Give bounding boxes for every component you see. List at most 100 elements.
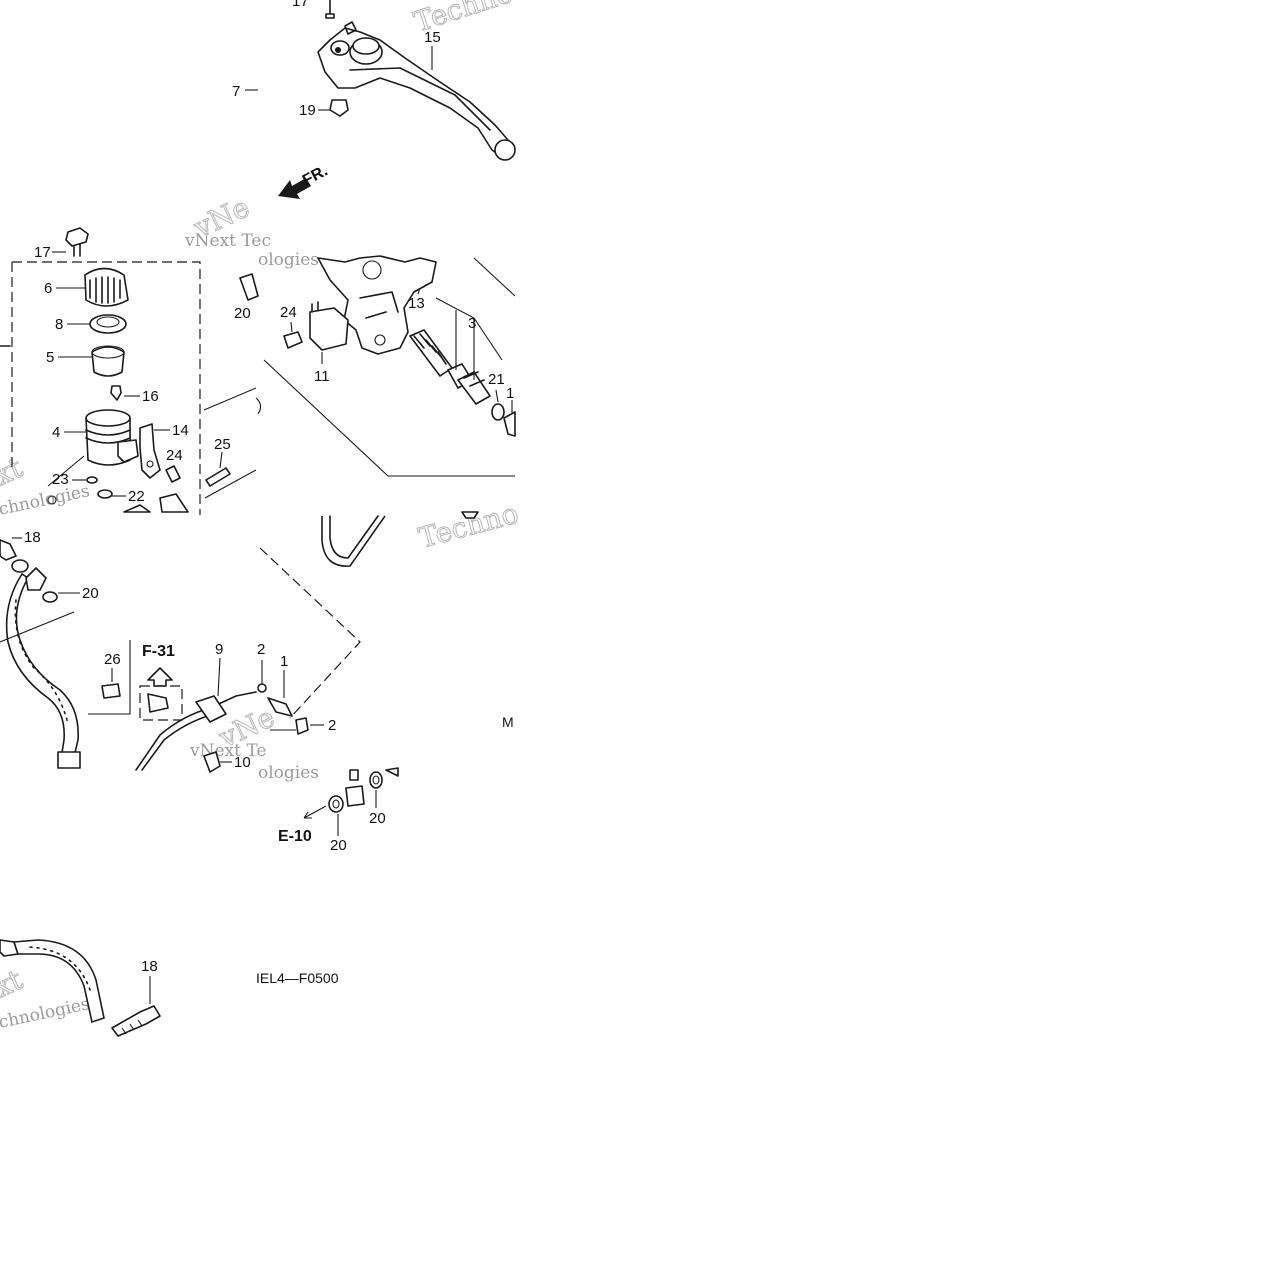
reservoir-4-bands: [85, 429, 131, 444]
watermark-xt-left: xt: [0, 451, 28, 493]
callout-3: 3: [468, 315, 476, 332]
clip-23: [86, 476, 98, 484]
leader-9: [217, 657, 221, 697]
callout-12-partial: 1: [506, 385, 514, 402]
lever-hole: [335, 47, 341, 53]
inset-frame: [263, 257, 516, 477]
hose-texture: [14, 599, 69, 725]
ref-f31: F-31: [142, 643, 175, 660]
hose-joint-9: [195, 695, 227, 723]
callout-20-mid: 20: [82, 585, 99, 602]
spring-coils: [413, 333, 447, 365]
callout-7: 7: [232, 83, 240, 100]
hose-guide-line: [0, 611, 75, 643]
callout-20-low-a: 20: [330, 837, 347, 854]
plate-8: [89, 314, 127, 334]
hose-stub-bottom: [123, 504, 151, 513]
switch-11: [309, 307, 349, 351]
callout-13: 13: [408, 295, 425, 312]
front-direction-marker: FR.: [278, 162, 331, 199]
callout-2-upper: 2: [257, 641, 265, 658]
circlip-12: [503, 411, 516, 437]
callout-18-bottom: 18: [141, 958, 158, 975]
callout-14: 14: [172, 422, 189, 439]
cap-6-ribs: [89, 276, 121, 304]
up-arrow-icon: [147, 667, 173, 687]
bottom-hose-group: 18 IEL4—F0500: [0, 939, 339, 1037]
ref-e10: E-10: [278, 828, 312, 845]
link-line-lower: [204, 469, 257, 499]
washer-20-low-b: [369, 771, 383, 789]
callout-22: 22: [128, 488, 145, 505]
link-bracket: [255, 397, 262, 415]
callout-11: 11: [314, 368, 330, 385]
bracket-14-hole: [146, 460, 154, 468]
callout-21: 21: [488, 371, 505, 388]
callout-2-lower: 2: [328, 717, 336, 734]
master-cylinder-inset: 20 13 11 24 3 21 1: [234, 255, 516, 477]
mc-detail: [359, 291, 399, 319]
reservoir-cap-6: [84, 267, 129, 307]
callout-23: 23: [52, 471, 69, 488]
callout-10: 10: [234, 754, 251, 771]
callout-26: 26: [104, 651, 121, 668]
bolt-20-upper: [239, 273, 259, 301]
callout-17-top: 17: [292, 0, 309, 10]
washer-21: [491, 403, 505, 421]
joint-bottom: [159, 493, 189, 513]
callout-8: 8: [55, 316, 63, 333]
leader-21: [495, 389, 499, 403]
callout-6: 6: [44, 280, 52, 297]
callout-16: 16: [142, 388, 159, 405]
clamp-10: [203, 751, 221, 773]
screw-16: [110, 385, 122, 401]
screw-24-right: [283, 331, 303, 349]
oring-22: [97, 489, 113, 499]
plate-8-inner: [96, 316, 120, 328]
watermark-chnologies-bottom: chnologies: [0, 994, 91, 1033]
screw-24-left: [165, 465, 181, 483]
hose-pipe-right: [321, 515, 386, 567]
watermark-xt-bottom: xt: [0, 963, 28, 1005]
callout-4: 4: [52, 424, 60, 441]
leader-13: [417, 287, 421, 295]
lever-adjuster: [344, 21, 357, 35]
f31-bracket: [88, 640, 131, 715]
callout-15: 15: [424, 29, 441, 46]
watermark-vnext-upper: vNext Tec: [184, 231, 271, 251]
washer-mid-left: [11, 559, 29, 573]
bolt-25: [205, 467, 231, 487]
nut-19: [329, 99, 349, 117]
caliper-dashed-line: [259, 547, 361, 719]
bolt-18-mid: [0, 539, 17, 561]
callout-20-upper: 20: [234, 305, 251, 322]
drawing-code: IEL4—F0500: [256, 970, 339, 986]
bolt-18-bottom: [111, 1005, 161, 1037]
bracket-3-legs: [455, 310, 475, 380]
piston-spring-3: [409, 329, 453, 377]
callout-24-right: 24: [280, 304, 297, 321]
cap-17: [65, 227, 89, 247]
washer-20-low-a-inner: [332, 799, 340, 809]
leader-25: [219, 451, 223, 469]
piston: [457, 371, 491, 405]
washer-20-low-a: [328, 795, 344, 813]
stud-lower: [349, 769, 359, 781]
reservoir-hose-line: [47, 455, 85, 487]
diaphragm-5-rim: [91, 345, 125, 359]
stud-lower-2: [385, 767, 399, 777]
cap-2-upper: [257, 683, 267, 693]
link-line-reservoir: [203, 387, 257, 411]
hose-end-fitting: [57, 751, 81, 769]
bolt-18-threads: [121, 1019, 143, 1035]
diaphragm-5: [91, 346, 125, 377]
bleeder-1: [267, 697, 293, 717]
f31-bolt: [147, 693, 169, 713]
hose-pipe-right-inner: [329, 515, 379, 559]
watermark-techno-mid: Techno: [415, 497, 522, 555]
reservoir-dashed-box: [11, 261, 201, 515]
front-brake-hose: [5, 572, 79, 766]
cap-17-stem: [73, 243, 81, 257]
washer-20-low-b-inner: [372, 775, 380, 785]
brake-hose-group: 18 20 26 F-31 9 2 1 2 1: [0, 511, 514, 773]
